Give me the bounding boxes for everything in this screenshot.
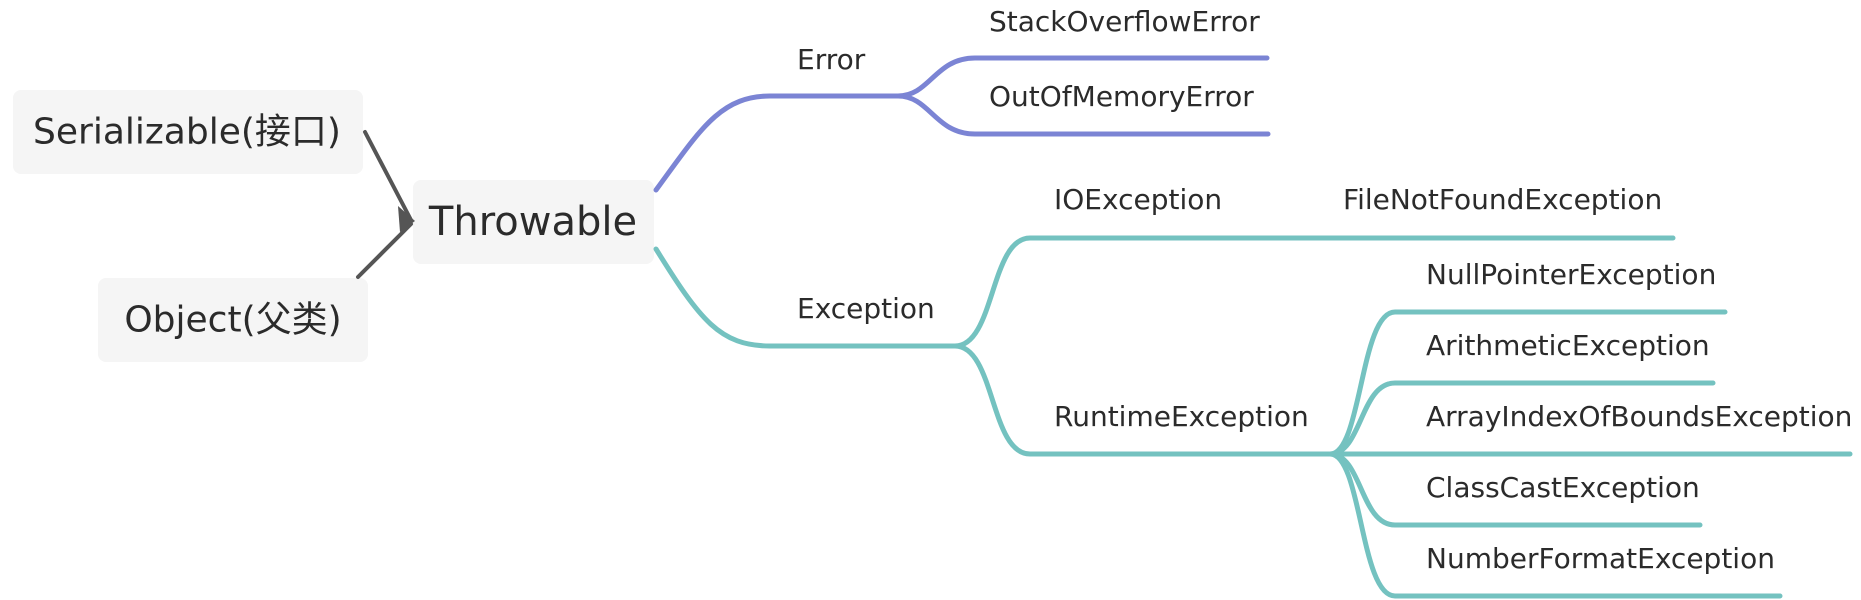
exception-connector (653, 246, 958, 349)
serializable-node-box (13, 90, 363, 174)
serializable-node-label: Serializable(接口) (33, 112, 341, 153)
arrayindex-label: ArrayIndexOfBoundsException (1426, 400, 1852, 433)
object-node-label: Object(父类) (124, 300, 341, 341)
filenotfound-label: FileNotFoundException (1343, 183, 1662, 216)
arrow-head-icon (398, 206, 415, 232)
ioexception-connector (952, 235, 1676, 349)
throwable-node-box (413, 180, 654, 264)
outofmemory-connector (895, 93, 1271, 137)
nullpointer-connector (1327, 309, 1728, 457)
arithmetic-connector (1327, 380, 1716, 457)
object-arrow (356, 222, 413, 279)
stackoverflow-label: StackOverflowError (989, 5, 1260, 38)
throwable-node-label: Throwable (428, 199, 637, 245)
object-node-box (98, 278, 368, 362)
serializable-arrow (363, 130, 413, 222)
numberformat-label: NumberFormatException (1426, 542, 1775, 575)
stackoverflow-connector (895, 55, 1270, 99)
exception-branch (653, 235, 1853, 599)
nullpointer-label: NullPointerException (1426, 258, 1716, 291)
exception-label: Exception (797, 292, 935, 325)
error-connector (653, 93, 901, 193)
runtime-label: RuntimeException (1054, 400, 1309, 433)
error-label: Error (797, 43, 866, 76)
error-branch (653, 55, 1271, 193)
numberformat-connector (1327, 451, 1783, 599)
outofmemory-label: OutOfMemoryError (989, 80, 1254, 113)
inheritance-arrows (356, 130, 413, 279)
ioexception-label: IOException (1054, 183, 1222, 216)
classcast-label: ClassCastException (1426, 471, 1700, 504)
arithmetic-label: ArithmeticException (1426, 329, 1710, 362)
runtime-connector (952, 343, 1333, 457)
